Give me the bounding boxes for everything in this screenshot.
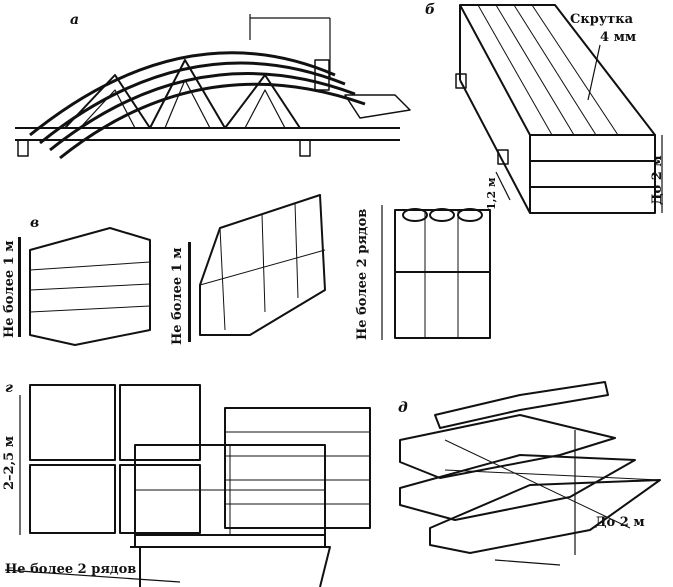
panel-d-timber-stack xyxy=(399,381,661,566)
v-height-label-right: Не более 2 рядов xyxy=(355,208,370,340)
panel-v-stacks xyxy=(18,194,491,346)
g-height-label: 2–2,5 м xyxy=(2,436,17,490)
v-height-label-left: Не более 1 м xyxy=(2,240,17,338)
b-height-label: До 2 м xyxy=(650,155,665,205)
panel-v-letter: в xyxy=(30,215,40,231)
g-rows-label: Не более 2 рядов xyxy=(5,562,137,577)
panel-b-long-elements xyxy=(455,4,663,214)
twist-label-line1: Скрутка xyxy=(570,12,634,27)
b-width-label: 1,2 м xyxy=(485,177,498,210)
panel-b-letter: б xyxy=(425,2,436,18)
panel-g-letter: г xyxy=(5,380,13,396)
d-height-label: До 2 м xyxy=(595,515,645,530)
panel-a-letter: а xyxy=(70,12,80,28)
twist-label-line2: 4 мм xyxy=(600,30,637,45)
v-height-label-mid: Не более 1 м xyxy=(170,247,185,345)
panel-g-wall-blocks xyxy=(4,384,371,587)
panel-d-letter: д xyxy=(398,400,408,416)
panel-a-arched-trusses xyxy=(15,14,411,160)
